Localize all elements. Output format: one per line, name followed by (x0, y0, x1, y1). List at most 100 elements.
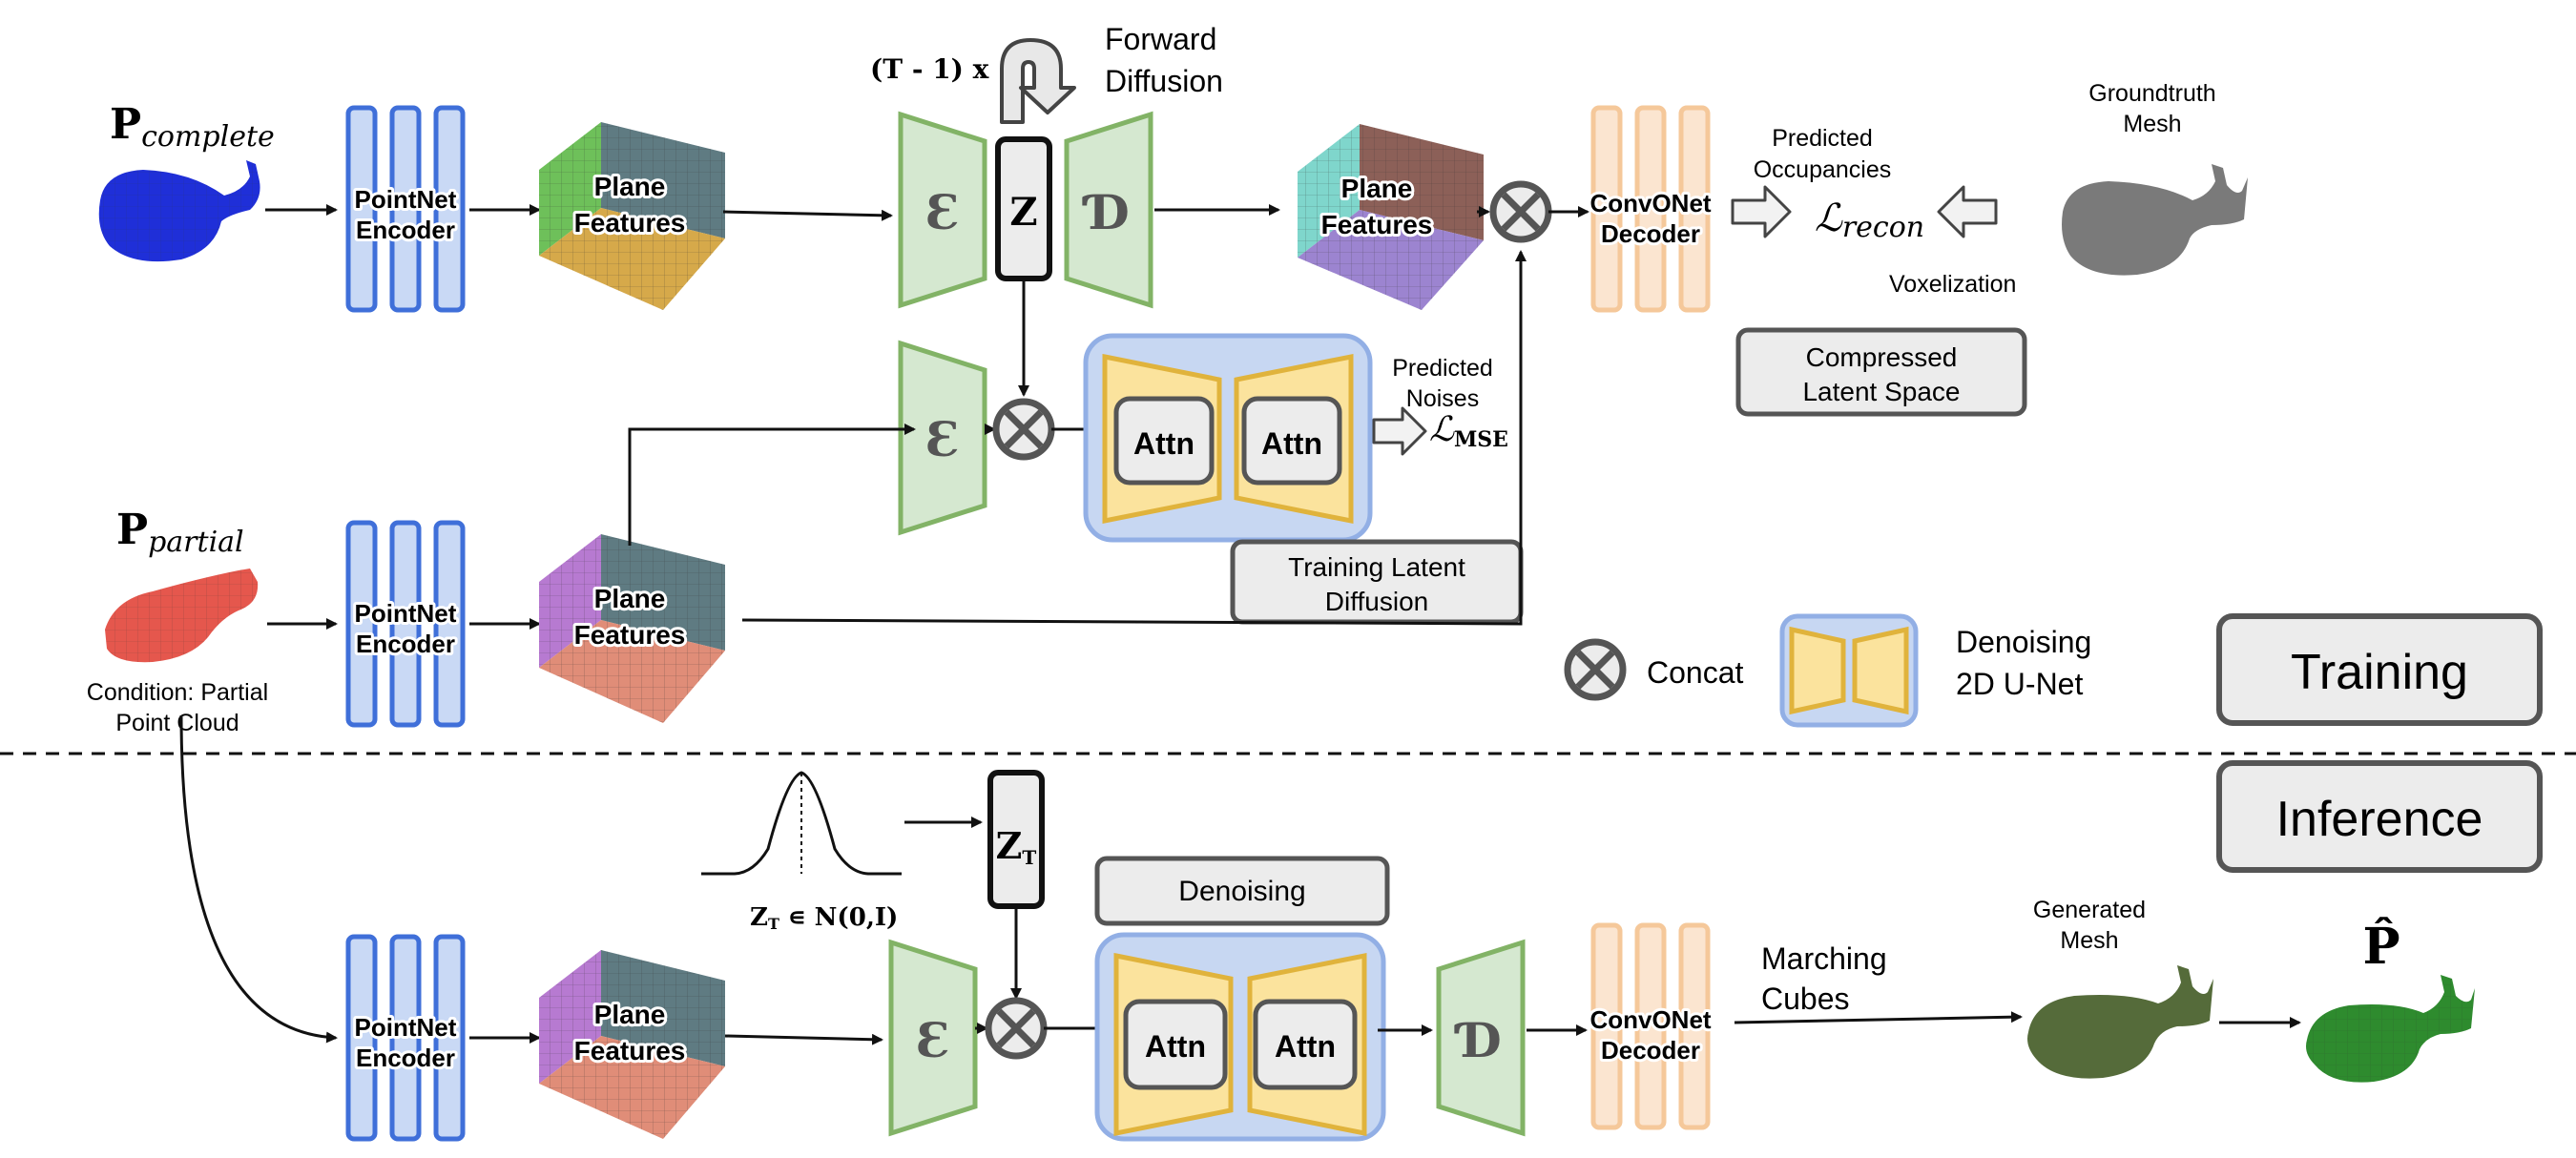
pointnet-encoder-mid: PointNet Encoder (348, 523, 463, 725)
partial-point-cloud (105, 569, 259, 663)
svg-text:Training: Training (2291, 645, 2468, 700)
arrow-plane-mid-to-encoder-mid (628, 424, 916, 546)
hollow-arrow-voxelization (1937, 185, 1998, 238)
groundtruth-mesh-label: Groundtruth (2088, 80, 2215, 107)
concat-recon-icon (1493, 184, 1548, 239)
marching-cubes-label: Marching (1761, 941, 1887, 976)
gaussian-noise-curve (701, 771, 902, 876)
training-latent-diffusion-box: Training Latent Diffusion (1230, 539, 1524, 625)
svg-text:Z: Z (1009, 190, 1037, 235)
arrow-plane-to-encoder-top (722, 209, 893, 221)
legend-denoising-label: Denoising (1956, 625, 2091, 659)
concat-mid-icon (996, 402, 1051, 457)
forward-diffusion-label-2: Diffusion (1105, 64, 1223, 98)
svg-text:Encoder: Encoder (356, 1044, 455, 1072)
svg-text:Decoder: Decoder (1601, 1036, 1700, 1065)
z-t-distribution-label: ZT ∊ N(0,I) (750, 903, 898, 933)
generated-mesh (2027, 965, 2213, 1079)
predicted-noises-label-2: Noises (1406, 385, 1479, 412)
generated-mesh-label: Generated (2033, 897, 2146, 923)
unet-mid: Attn Attn (1083, 333, 1373, 543)
marching-cubes-label-2: Cubes (1761, 982, 1850, 1016)
groundtruth-mesh-label-2: Mesh (2123, 111, 2181, 137)
svg-text:Attn: Attn (1133, 426, 1195, 461)
svg-text:Ɗ: Ɗ (1454, 1012, 1501, 1068)
arrow-convonet-to-generated-mesh (1734, 1011, 2023, 1024)
legend-denoising-label-2: 2D U-Net (1956, 667, 2083, 701)
hollow-arrow-occupancies (1731, 185, 1792, 238)
plane-features-mid: Plane Features (539, 534, 725, 723)
z-latent-box: Z (995, 136, 1052, 281)
plane-features-recon: Plane Features (1298, 124, 1484, 310)
decoder-top: Ɗ (1064, 111, 1153, 309)
legend-concat-icon (1568, 642, 1623, 697)
decoder-bottom: Ɗ (1436, 939, 1526, 1137)
svg-text:Ɗ: Ɗ (1082, 184, 1129, 240)
groundtruth-mesh (2062, 164, 2248, 276)
pointnet-encoder-bottom: PointNet Encoder (348, 937, 463, 1139)
svg-text:Encoder: Encoder (356, 630, 455, 658)
encoder-mid: Ɛ (898, 340, 987, 536)
svg-text:Features: Features (574, 1036, 686, 1065)
svg-text:Attn: Attn (1145, 1029, 1206, 1064)
predicted-noises-label: Predicted (1392, 355, 1493, 382)
svg-text:ConvONet: ConvONet (1589, 1005, 1711, 1034)
forward-diffusion-loop-icon (1000, 38, 1076, 124)
output-point-cloud (2306, 975, 2475, 1083)
voxelization-label: Voxelization (1889, 271, 2016, 298)
hollow-arrow-noises (1372, 406, 1427, 456)
svg-text:Attn: Attn (1275, 1029, 1336, 1064)
encoder-bottom: Ɛ (888, 939, 978, 1137)
forward-diffusion-label: Forward (1105, 22, 1216, 56)
svg-text:Plane: Plane (594, 172, 666, 201)
plane-features-top: Plane Features (539, 122, 725, 310)
svg-text:Attn: Attn (1261, 426, 1322, 461)
svg-text:Encoder: Encoder (356, 216, 455, 244)
arrow-plane-to-encoder-bottom (724, 1033, 883, 1045)
loss-recon-label: ℒrecon (1815, 196, 1924, 244)
t-minus-one-label: (T - 1) x (870, 53, 989, 85)
predicted-occupancies-label-2: Occupancies (1754, 156, 1892, 183)
svg-text:Training Latent: Training Latent (1288, 552, 1465, 582)
legend-unet-icon (1779, 613, 1919, 728)
concat-bottom-icon (988, 1001, 1044, 1056)
pointnet-encoder-top: PointNet Encoder (348, 108, 463, 310)
training-badge: Training (2216, 613, 2543, 726)
convonet-decoder-top: ConvONet Decoder (1587, 108, 1714, 310)
inference-badge: Inference (2216, 760, 2543, 873)
condition-label-2: Point Cloud (115, 710, 239, 736)
condition-label: Condition: Partial (87, 679, 268, 706)
svg-text:PointNet: PointNet (355, 599, 457, 628)
svg-text:ZT: ZT (996, 824, 1037, 869)
loss-mse-label: ℒMSE (1429, 410, 1508, 452)
svg-text:PointNet: PointNet (355, 185, 457, 214)
p-partial-label: Ppartial (116, 506, 244, 559)
compressed-latent-space-box: Compressed Latent Space (1735, 327, 2027, 417)
svg-text:Features: Features (574, 208, 686, 238)
z-t-box: ZT (987, 770, 1045, 909)
svg-text:Inference: Inference (2276, 792, 2483, 847)
convonet-decoder-bottom: ConvONet Decoder (1587, 925, 1714, 1127)
svg-text:Diffusion: Diffusion (1325, 587, 1428, 616)
svg-text:Plane: Plane (1341, 174, 1413, 203)
svg-text:Features: Features (574, 620, 686, 650)
svg-text:Ɛ: Ɛ (925, 184, 960, 240)
denoising-box: Denoising (1094, 856, 1390, 926)
complete-point-cloud (98, 160, 260, 262)
generated-mesh-label-2: Mesh (2060, 927, 2118, 954)
plane-features-bottom: Plane Features (539, 950, 725, 1139)
svg-text:Plane: Plane (594, 584, 666, 613)
svg-text:Denoising: Denoising (1178, 876, 1305, 907)
svg-text:Ɛ: Ɛ (925, 411, 960, 467)
svg-text:Plane: Plane (594, 1000, 666, 1029)
legend-concat-label: Concat (1647, 655, 1744, 690)
p-complete-label: Pcomplete (110, 100, 275, 154)
arrow-condition-to-inference (179, 714, 338, 1044)
svg-text:Features: Features (1321, 210, 1433, 239)
svg-text:Decoder: Decoder (1601, 219, 1700, 248)
arrow-plane-mid-to-concat-recon (741, 250, 1527, 626)
svg-text:PointNet: PointNet (355, 1013, 457, 1042)
p-hat-label: P̂ (2362, 918, 2399, 976)
svg-text:Latent Space: Latent Space (1802, 377, 1960, 406)
